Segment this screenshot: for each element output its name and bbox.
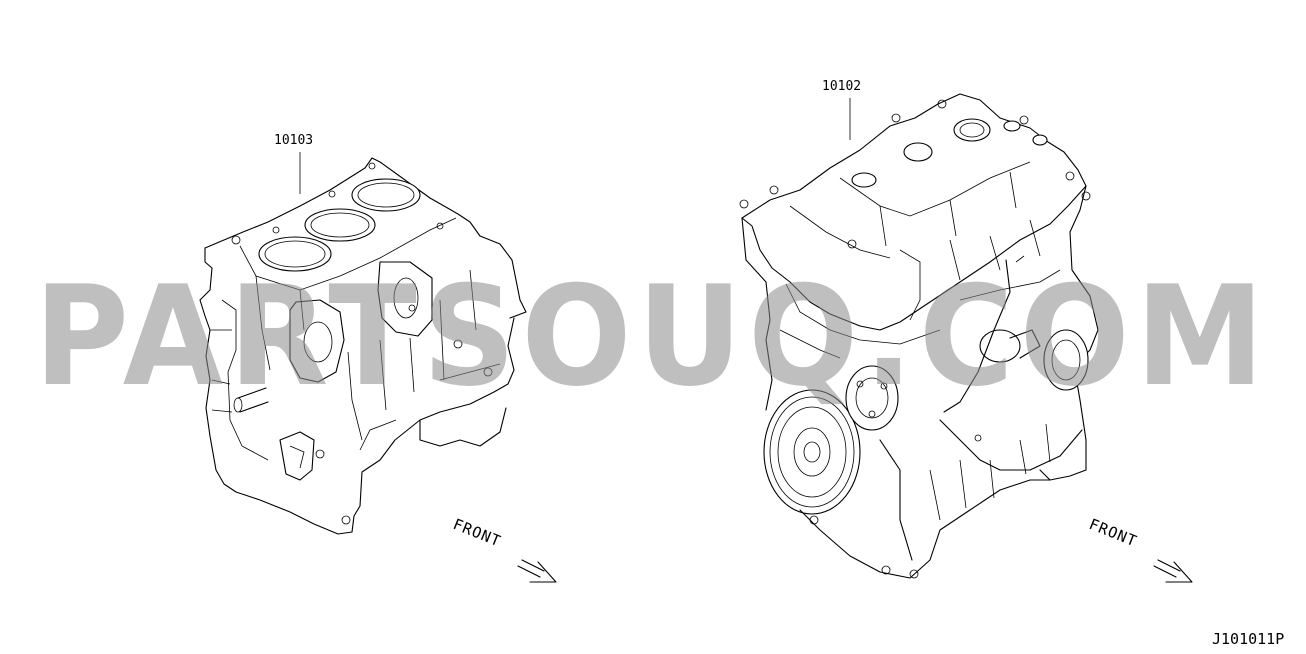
cylinder-block-drawing [199, 152, 527, 535]
front-arrow-right [1153, 559, 1193, 583]
front-arrow-left [517, 559, 557, 583]
engine-assembly-drawing [739, 93, 1099, 579]
part-number-10102: 10102 [822, 79, 861, 94]
front-label-right: FRONT [1087, 515, 1140, 550]
front-label-left: FRONT [451, 515, 504, 550]
diagram-reference-code: J101011P [1212, 630, 1284, 648]
watermark-text: PARTSOUQ.COM [34, 256, 1270, 417]
crank-pulley [763, 389, 861, 515]
part-number-10103: 10103 [274, 133, 313, 148]
